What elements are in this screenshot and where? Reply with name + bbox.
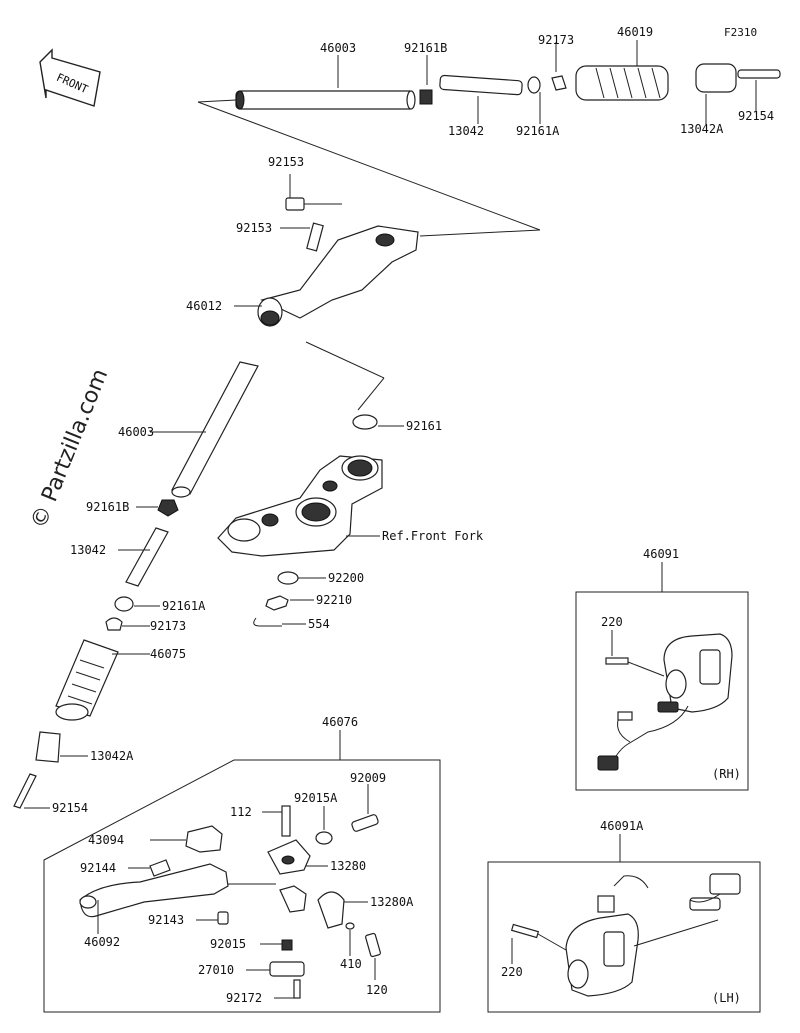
label-13042-mid: 13042	[70, 543, 106, 557]
label-554: 554	[308, 617, 330, 631]
label-13042a-top: 13042A	[680, 122, 724, 136]
label-46012: 46012	[186, 299, 222, 313]
label-46091a: 46091A	[600, 819, 644, 833]
label-120: 120	[366, 983, 388, 997]
label-92210: 92210	[316, 593, 352, 607]
label-46091: 46091	[643, 547, 679, 561]
label-46075: 46075	[150, 647, 186, 661]
label-92173-mid: 92173	[150, 619, 186, 633]
diagram-code: F2310	[724, 26, 757, 39]
label-27010: 27010	[198, 963, 234, 977]
label-92143: 92143	[148, 913, 184, 927]
rh-switch-box: 46091 220 (RH)	[575, 547, 749, 791]
label-92161: 92161	[406, 419, 442, 433]
label-46092: 46092	[84, 935, 120, 949]
handlebar-holder: 92153 92153 46012	[186, 155, 541, 411]
label-92172: 92172	[226, 991, 262, 1005]
left-handlebar: 46003 92161B 13042 92161A 92173 46075 13…	[13, 361, 259, 815]
top-assembly: 46003 92161B 92173 46019 13042 92161A 13…	[197, 25, 781, 231]
label-112: 112	[230, 805, 252, 819]
label-92161a-mid: 92161A	[162, 599, 206, 613]
label-rh: (RH)	[712, 767, 741, 781]
label-92153-b: 92153	[236, 221, 272, 235]
label-92009: 92009	[350, 771, 386, 785]
lh-switch-box: 46091A 220 (LH)	[487, 819, 761, 1013]
label-92173-top: 92173	[538, 33, 574, 47]
label-92144: 92144	[80, 861, 116, 875]
label-ref-front-fork: Ref.Front Fork	[382, 529, 484, 543]
label-92015: 92015	[210, 937, 246, 951]
front-arrow-icon: FRONT	[39, 48, 101, 107]
label-92161a-top: 92161A	[516, 124, 560, 138]
label-220-rh: 220	[601, 615, 623, 629]
label-lh: (LH)	[712, 991, 741, 1005]
label-46003-mid: 46003	[118, 425, 154, 439]
label-13280: 13280	[330, 859, 366, 873]
label-92200: 92200	[328, 571, 364, 585]
triple-clamp: 92161 Ref.Front Fork 92200 92210 554	[217, 414, 484, 631]
label-43094: 43094	[88, 833, 124, 847]
lever-assembly-box: 46076 112 92015A 92009 43094 13280 92144…	[43, 715, 441, 1013]
label-13280a: 13280A	[370, 895, 414, 909]
label-92153-a: 92153	[268, 155, 304, 169]
label-220-lh: 220	[501, 965, 523, 979]
label-92154-mid: 92154	[52, 801, 88, 815]
label-13042a-mid: 13042A	[90, 749, 134, 763]
label-46003-top: 46003	[320, 41, 356, 55]
label-92154-top: 92154	[738, 109, 774, 123]
label-410: 410	[340, 957, 362, 971]
label-46019: 46019	[617, 25, 653, 39]
label-13042-top: 13042	[448, 124, 484, 138]
label-92161b-top: 92161B	[404, 41, 447, 55]
label-92161b-mid: 92161B	[86, 500, 129, 514]
label-46076: 46076	[322, 715, 358, 729]
label-92015a: 92015A	[294, 791, 338, 805]
